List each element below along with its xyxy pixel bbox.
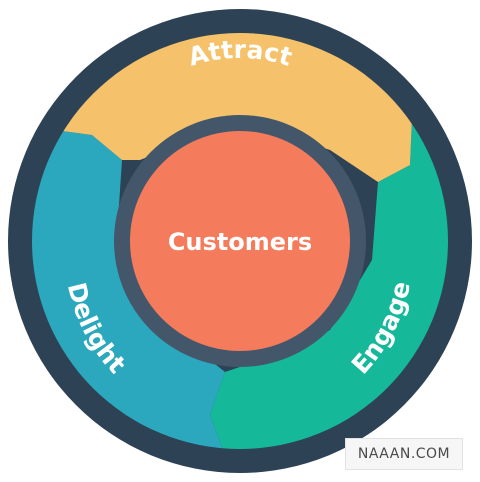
center-label: Customers [168, 228, 312, 256]
watermark: NAAAN.COM [345, 438, 463, 470]
center-circle [130, 131, 350, 351]
